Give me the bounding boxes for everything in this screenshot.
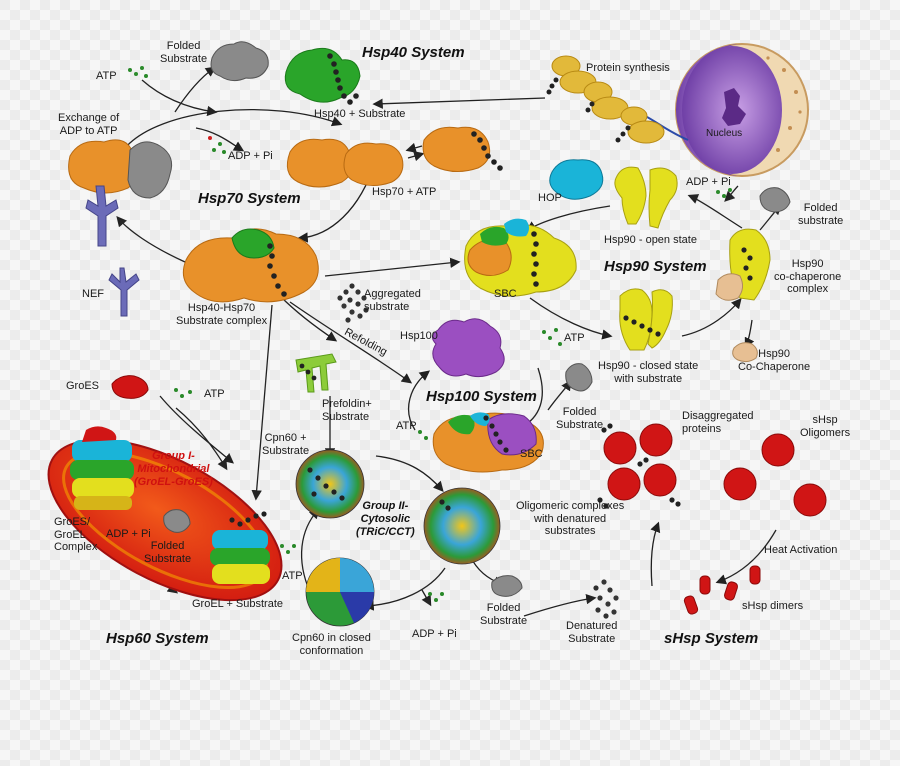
label-atp-100: ATP <box>396 420 417 432</box>
hsp100-hexamer <box>432 318 505 378</box>
folded-substrate-90-graphic <box>759 187 791 213</box>
folded-substrate-100-graphic <box>565 363 593 392</box>
folded-substrate-60-graphic <box>163 509 191 533</box>
title-hsp40-system: Hsp40 System <box>362 44 465 61</box>
cct-open-substrate <box>295 449 365 519</box>
label-shsp-dimers: sHsp dimers <box>742 600 804 612</box>
hsp70-with-nef <box>68 139 173 247</box>
label-folded-substrate-cct: Folded Substrate <box>480 602 528 627</box>
label-atp-cct: ATP <box>282 570 303 582</box>
hsp40-hsp70-complex-graphic <box>182 228 319 303</box>
hsp100-sbc-complex <box>432 412 544 473</box>
label-disaggregated: Disaggregated proteins <box>682 410 754 435</box>
label-nef: NEF <box>82 288 104 300</box>
prefoldin-graphic <box>295 353 337 393</box>
label-adp-pi-cct: ADP + Pi <box>412 628 457 640</box>
label-hsp90-cochaperone: Hsp90 Co-Chaperone <box>738 348 811 373</box>
hsp70-substrate-pair <box>286 138 404 188</box>
hsp90-open-state <box>614 166 678 229</box>
groel-substrate-right <box>210 511 270 584</box>
label-cpn60-closed: Cpn60 in closed conformation <box>292 632 371 657</box>
label-heat-activation: Heat Activation <box>764 544 838 556</box>
hop-protein <box>549 159 604 200</box>
cct-group2-graphic <box>423 487 501 565</box>
groel-groes-complex-left <box>70 426 134 510</box>
groes-lid-graphic <box>111 375 149 399</box>
nef-protein <box>108 267 140 317</box>
cct-closed-graphic <box>305 557 375 627</box>
hsp40-protein <box>284 47 361 103</box>
denatured-substrate-graphic <box>593 579 619 619</box>
title-group2-cytosolic: Group II- Cytosolic (TRiC/CCT) <box>356 500 415 539</box>
label-hsp100: Hsp100 <box>400 330 438 342</box>
cell-nucleus-graphic <box>675 43 809 177</box>
hsp90-closed-state <box>619 288 673 351</box>
label-adp-pi-70: ADP + Pi <box>228 150 273 162</box>
aggregated-substrate-graphic <box>337 283 369 323</box>
hsp90-cochaperone-graphic <box>732 342 758 363</box>
label-hsp70-atp: Hsp70 + ATP <box>372 186 437 198</box>
label-protein-synthesis: Protein synthesis <box>586 62 670 74</box>
label-shsp-oligomers: sHsp Oligomers <box>800 414 851 439</box>
shsp-dimers-graphic <box>683 565 761 615</box>
label-oligomeric-complexes: Oligomeric complexes with denatured subs… <box>516 500 625 538</box>
label-atp-groes: ATP <box>204 388 225 400</box>
hsp90-cochaperone-complex-graphic <box>715 228 771 301</box>
label-hsp40-hsp70-complex: Hsp40-Hsp70 Substrate complex <box>176 302 268 327</box>
title-hsp90-system: Hsp90 System <box>604 258 707 275</box>
ribosome-chain <box>546 55 689 144</box>
label-sbc-100: SBC <box>520 448 543 460</box>
label-folded-substrate-100: Folded Substrate <box>556 406 604 431</box>
folded-substrate-top <box>210 41 269 82</box>
label-hop: HOP <box>538 192 562 204</box>
label-atp-top: ATP <box>96 70 117 82</box>
title-hsp60-system: Hsp60 System <box>106 630 209 647</box>
label-folded-substrate-90: Folded substrate <box>798 202 844 227</box>
label-aggregated-substrate: Aggregated substrate <box>364 288 421 313</box>
disaggregated-proteins-graphic <box>597 423 681 509</box>
label-cpn60-substrate: Cpn60 + Substrate <box>262 432 310 457</box>
label-prefoldin: Prefoldin+ Substrate <box>322 398 372 423</box>
shsp-oligomers-graphic <box>723 433 827 517</box>
label-denatured-substrate: Denatured Substrate <box>566 620 618 645</box>
title-hsp100-system: Hsp100 System <box>426 388 537 405</box>
label-atp-90: ATP <box>564 332 585 344</box>
hsp70-hsp40-right <box>422 126 503 172</box>
title-shsp-system: sHsp System <box>664 630 759 647</box>
label-hsp90-open: Hsp90 - open state <box>604 234 697 246</box>
sbc-complex-90 <box>464 218 577 297</box>
title-group1-mitochondrial: Group I- Mitochondrial (GroEL-GroES) <box>134 450 213 489</box>
label-hsp90-closed: Hsp90 - closed state with substrate <box>598 360 699 385</box>
label-groes-groel-complex: GroES/ GroEL Complex <box>54 516 98 554</box>
label-exchange: Exchange of ADP to ATP <box>58 112 120 137</box>
label-adp-pi-60: ADP + Pi <box>106 528 151 540</box>
label-groel-substrate: GroEL + Substrate <box>192 598 284 610</box>
title-hsp70-system: Hsp70 System <box>198 190 301 207</box>
hsp40-substrate-chain <box>327 53 359 105</box>
label-groes: GroES <box>66 380 100 392</box>
label-nucleus: Nucleus <box>706 128 743 139</box>
label-hsp40-substrate: Hsp40 + Substrate <box>314 108 406 120</box>
label-folded-substrate-60: Folded Substrate <box>144 540 192 565</box>
label-sbc-90: SBC <box>494 288 517 300</box>
folded-substrate-cct-graphic <box>491 575 523 597</box>
label-adp-pi-90: ADP + Pi <box>686 176 731 188</box>
label-hsp90-cochaperone-complex: Hsp90 co-chaperone complex <box>774 258 842 296</box>
label-folded-substrate-top: Folded Substrate <box>160 40 208 65</box>
